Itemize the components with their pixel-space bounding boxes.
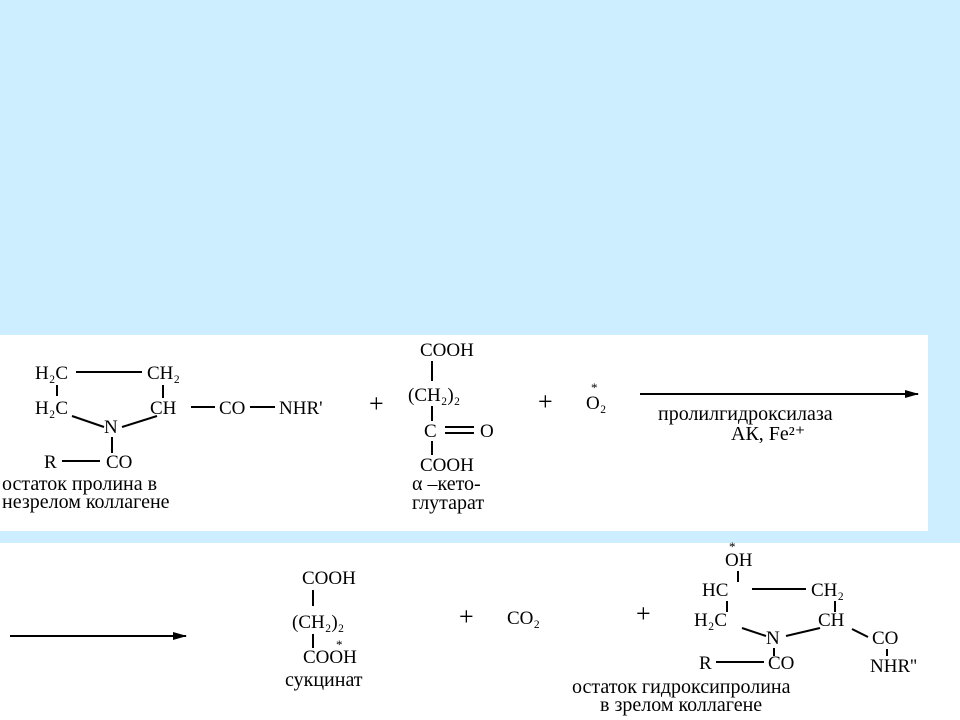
- hydroxyproline-nhr: NHR'': [870, 656, 917, 677]
- plus-sign-4: +: [636, 599, 651, 628]
- hydroxyproline-r: R: [699, 653, 712, 674]
- proline-ch2-top: CH₂: [147, 363, 180, 384]
- proline-co: CO: [219, 398, 245, 419]
- hydroxyproline-ch2: CH₂: [811, 580, 844, 601]
- hydroxyproline-residue: * OH HC CH₂ H₂C CH N CO NHR'' R CO остат…: [572, 539, 917, 716]
- akg-caption-1: α –кето-: [412, 473, 481, 495]
- akg-o: O: [480, 421, 494, 442]
- plus-sign-1: +: [369, 389, 384, 418]
- hydroxyproline-star: *: [729, 539, 736, 554]
- proline-ch: CH: [150, 398, 177, 419]
- proline-nhr: NHR': [279, 398, 323, 419]
- akg-ch2-group: (CH₂)₂: [408, 385, 460, 406]
- hydroxyproline-n: N: [766, 628, 780, 649]
- bond: [121, 415, 158, 428]
- hydroxyproline-hc: HC: [702, 580, 728, 601]
- hydroxyproline-h2c: H₂C: [694, 610, 727, 631]
- proline-caption-2: незрелом коллагене: [2, 491, 170, 513]
- oxygen-label: O₂: [586, 393, 606, 414]
- succinate-cooh-bottom: COOH: [303, 647, 357, 668]
- bond: [851, 628, 869, 638]
- akg-c: C: [424, 421, 437, 442]
- succinate-ch2-group: (CH₂)₂: [292, 612, 344, 633]
- proline-r: R: [44, 452, 57, 473]
- bond: [785, 627, 821, 637]
- proline-n: N: [104, 417, 118, 438]
- proline-caption-1: остаток пролина в: [2, 473, 157, 495]
- proline-co-bottom: CO: [106, 452, 132, 473]
- proline-h2c-bottom: H₂C: [35, 398, 68, 419]
- oxygen-star: *: [591, 380, 598, 395]
- proline-residue: H₂C CH₂ H₂C CH CO NHR' N R CO остаток пр…: [2, 363, 323, 513]
- succinate-caption: сукцинат: [285, 669, 363, 691]
- akg-caption-2: глутарат: [412, 492, 484, 514]
- hydroxyproline-caption-1: остаток гидроксипролина: [572, 676, 791, 698]
- co2-label: CO₂: [507, 608, 540, 629]
- hydroxyproline-co-side: CO: [872, 628, 898, 649]
- cofactors-label: АК, Fe²⁺: [731, 423, 805, 445]
- plus-sign-3: +: [459, 602, 474, 631]
- succinate-star: *: [336, 637, 343, 652]
- hydroxyproline-oh: OH: [725, 550, 753, 571]
- proline-h2c-top: H₂C: [35, 363, 68, 384]
- succinate-cooh-top: COOH: [302, 568, 356, 589]
- bond: [741, 627, 767, 637]
- hydroxyproline-caption-2: в зрелом коллагене: [600, 694, 762, 716]
- akg-cooh-top: COOH: [420, 340, 474, 361]
- enzyme-label: пролилгидроксилаза: [658, 403, 833, 425]
- succinate: COOH (CH₂)₂ * COOH сукцинат: [285, 568, 363, 691]
- hydroxyproline-co-bottom: CO: [768, 653, 794, 674]
- hydroxyproline-ch: CH: [818, 610, 845, 631]
- products-panel: [0, 543, 960, 720]
- oxygen: * O₂: [586, 380, 606, 414]
- reaction-arrow-1: пролилгидроксилаза АК, Fe²⁺: [640, 390, 919, 445]
- akg-cooh-bottom: COOH: [420, 455, 474, 476]
- bond: [71, 415, 105, 428]
- plus-sign-2: +: [538, 387, 553, 416]
- alpha-ketoglutarate: COOH (CH₂)₂ C O COOH α –кето- глутарат: [408, 340, 494, 514]
